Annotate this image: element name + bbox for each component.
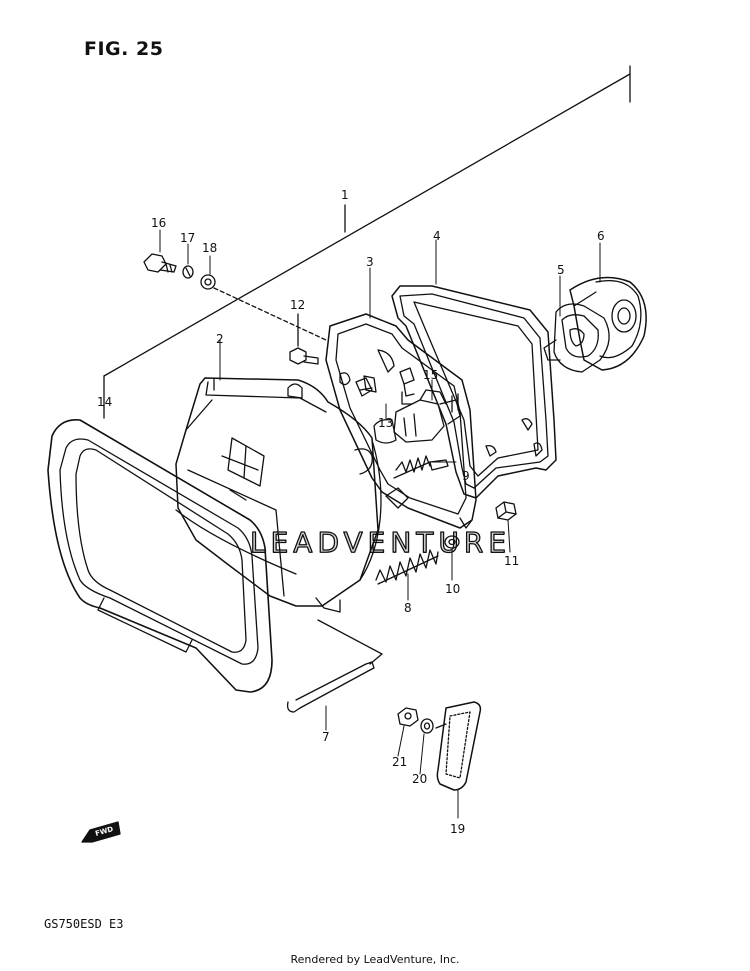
socket-part-5 — [543, 303, 610, 373]
watermark-text: LEADVENTURE — [250, 526, 511, 559]
callout-18: 18 — [202, 241, 217, 255]
terminal-clips-part — [355, 367, 415, 405]
leader-lines — [103, 229, 601, 819]
model-code: GS750ESD E3 — [44, 917, 124, 931]
callout-15: 15 — [423, 368, 438, 382]
callout-numbers: 1 2 3 4 5 6 7 8 9 10 11 12 13 14 15 16 1… — [97, 188, 605, 836]
washer-part-10 — [444, 535, 460, 549]
washer-part-20 — [420, 718, 434, 734]
lock-washer-part-17 — [182, 265, 194, 279]
callout-9: 9 — [462, 469, 470, 483]
callout-8: 8 — [404, 601, 412, 615]
callout-7: 7 — [322, 730, 330, 744]
callout-12: 12 — [290, 298, 305, 312]
reflector-part-19 — [435, 701, 482, 791]
spring-part-9 — [393, 455, 449, 479]
callout-17: 17 — [180, 231, 195, 245]
adjusting-screw-part-7 — [286, 661, 375, 713]
callout-6: 6 — [597, 229, 605, 243]
socket-cover-part-6 — [569, 276, 647, 371]
callout-5: 5 — [557, 263, 565, 277]
footer-credit: Rendered by LeadVenture, Inc. — [290, 953, 460, 966]
callout-10: 10 — [445, 582, 460, 596]
figure-title: FIG. 25 — [84, 38, 164, 60]
mounting-bracket-part — [325, 313, 477, 529]
callout-1: 1 — [341, 188, 349, 202]
assembly-line-screw-7 — [317, 619, 383, 665]
callout-21: 21 — [392, 755, 407, 769]
sealed-beam-unit-part — [175, 377, 382, 613]
assembly-line-screw — [213, 287, 327, 341]
callout-4: 4 — [433, 229, 441, 243]
callout-3: 3 — [366, 255, 374, 269]
forward-arrow-icon: FWD — [81, 821, 121, 843]
screw-part-16 — [143, 253, 177, 273]
callout-13: 13 — [378, 416, 393, 430]
gasket-part — [391, 285, 557, 499]
callout-14: 14 — [97, 395, 112, 409]
nut-part-11 — [495, 501, 517, 521]
washer-part-18 — [200, 274, 216, 290]
callout-16: 16 — [151, 216, 166, 230]
spring-part-8 — [375, 549, 439, 585]
callout-11: 11 — [504, 554, 519, 568]
callout-19: 19 — [450, 822, 465, 836]
headlight-rim-part — [47, 419, 273, 693]
callout-2: 2 — [216, 332, 224, 346]
screw-part-12 — [289, 347, 319, 365]
callout-20: 20 — [412, 772, 427, 786]
nut-part-21 — [397, 707, 419, 727]
headlight-bulb-part — [373, 389, 461, 444]
